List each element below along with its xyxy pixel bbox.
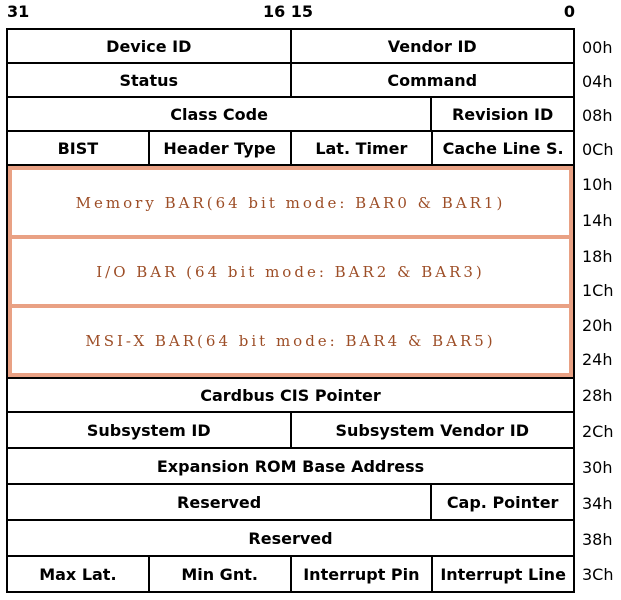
register-cell-min-gnt: Min Gnt. <box>147 557 290 591</box>
offset-slot-18h: 18h 1Ch <box>582 239 621 308</box>
register-cell-header-type: Header Type <box>147 132 290 164</box>
register-cell-cache-line-s: Cache Line S. <box>431 132 573 164</box>
register-row-04h: Status Command <box>8 64 573 98</box>
register-cell-status: Status <box>119 70 179 90</box>
offset-label-28h: 28h <box>582 385 613 405</box>
register-cell-bist: BIST <box>57 138 99 158</box>
offset-column: 00h 04h 08h 0Ch 10h 14h 18h 1Ch 20h 24h 28h 2Ch 30h 3… <box>582 28 621 591</box>
bit-label-16-15: 16 15 <box>262 2 314 21</box>
offset-slot-00h: 00h <box>582 30 621 64</box>
bar-region-memory-bar: Memory BAR(64 bit mode: BAR0 & BAR1) <box>8 166 573 239</box>
offset-label-3Ch: 3Ch <box>582 564 614 584</box>
register-row-38h: Reserved <box>8 521 573 557</box>
offset-label-38h: 38h <box>582 529 613 549</box>
offset-slot-08h: 08h <box>582 98 621 132</box>
register-cell-revision-id: Revision ID <box>430 98 573 130</box>
offset-slot-30h: 30h <box>582 449 621 485</box>
offset-label-14h: 14h <box>582 211 613 231</box>
bar-region-label: I/O BAR (64 bit mode: BAR2 & BAR3) <box>96 262 485 281</box>
register-row-30h: Expansion ROM Base Address <box>8 449 573 485</box>
offset-label-30h: 30h <box>582 457 613 477</box>
offset-slot-34h: 34h <box>582 485 621 521</box>
bar-region-label: MSI-X BAR(64 bit mode: BAR4 & BAR5) <box>85 331 496 350</box>
offset-slot-10h: 10h 14h <box>582 166 621 239</box>
register-cell-vendor-id: Vendor ID <box>289 30 574 62</box>
bit-label-31: 31 <box>7 2 30 21</box>
offset-label-04h: 04h <box>582 71 613 91</box>
register-row-00h: Device ID Vendor ID <box>8 30 573 64</box>
register-cell-expansion-rom-base-address: Expansion ROM Base Address <box>156 456 425 476</box>
register-cell-command: Command <box>289 64 574 96</box>
offset-label-2Ch: 2Ch <box>582 421 614 441</box>
register-cell-interrupt-line: Interrupt Line <box>431 557 573 591</box>
offset-slot-0Ch: 0Ch <box>582 132 621 166</box>
offset-label-10h: 10h <box>582 174 613 194</box>
offset-slot-20h: 20h 24h <box>582 308 621 377</box>
register-cell-reserved: Reserved <box>248 528 333 548</box>
offset-label-34h: 34h <box>582 493 613 513</box>
bar-region-i-o-bar: I/O BAR (64 bit mode: BAR2 & BAR3) <box>8 239 573 308</box>
offset-slot-28h: 28h <box>582 377 621 413</box>
register-row-34h: Reserved Cap. Pointer <box>8 485 573 521</box>
offset-label-24h: 24h <box>582 350 613 370</box>
register-cell-subsystem-vendor-id: Subsystem Vendor ID <box>289 413 574 447</box>
offset-label-0Ch: 0Ch <box>582 139 614 159</box>
register-cell-reserved: Reserved <box>177 492 262 512</box>
register-cell-interrupt-pin: Interrupt Pin <box>289 557 432 591</box>
offset-label-20h: 20h <box>582 315 613 335</box>
register-row-08h: Class Code Revision ID <box>8 98 573 132</box>
register-cell-class-code: Class Code <box>170 104 268 124</box>
bit-scale: 31 16 15 0 <box>0 0 621 28</box>
register-cell-lat-timer: Lat. Timer <box>289 132 432 164</box>
register-cell-cap-pointer: Cap. Pointer <box>430 485 573 519</box>
offset-slot-3Ch: 3Ch <box>582 557 621 591</box>
offset-slot-2Ch: 2Ch <box>582 413 621 449</box>
offset-slot-38h: 38h <box>582 521 621 557</box>
register-row-2Ch: Subsystem ID Subsystem Vendor ID <box>8 413 573 449</box>
register-row-28h: Cardbus CIS Pointer <box>8 377 573 413</box>
offset-slot-04h: 04h <box>582 64 621 98</box>
bar-region-msi-x-bar: MSI-X BAR(64 bit mode: BAR4 & BAR5) <box>8 308 573 377</box>
offset-label-18h: 18h <box>582 246 613 266</box>
offset-label-08h: 08h <box>582 105 613 125</box>
bit-label-0: 0 <box>563 2 575 21</box>
register-cell-max-lat: Max Lat. <box>39 564 117 584</box>
register-cell-device-id: Device ID <box>106 36 192 56</box>
register-cell-subsystem-id: Subsystem ID <box>86 420 211 440</box>
offset-label-1Ch: 1Ch <box>582 281 614 301</box>
offset-label-00h: 00h <box>582 37 613 57</box>
register-cell-cardbus-cis-pointer: Cardbus CIS Pointer <box>200 385 381 405</box>
bar-region-label: Memory BAR(64 bit mode: BAR0 & BAR1) <box>75 193 506 212</box>
